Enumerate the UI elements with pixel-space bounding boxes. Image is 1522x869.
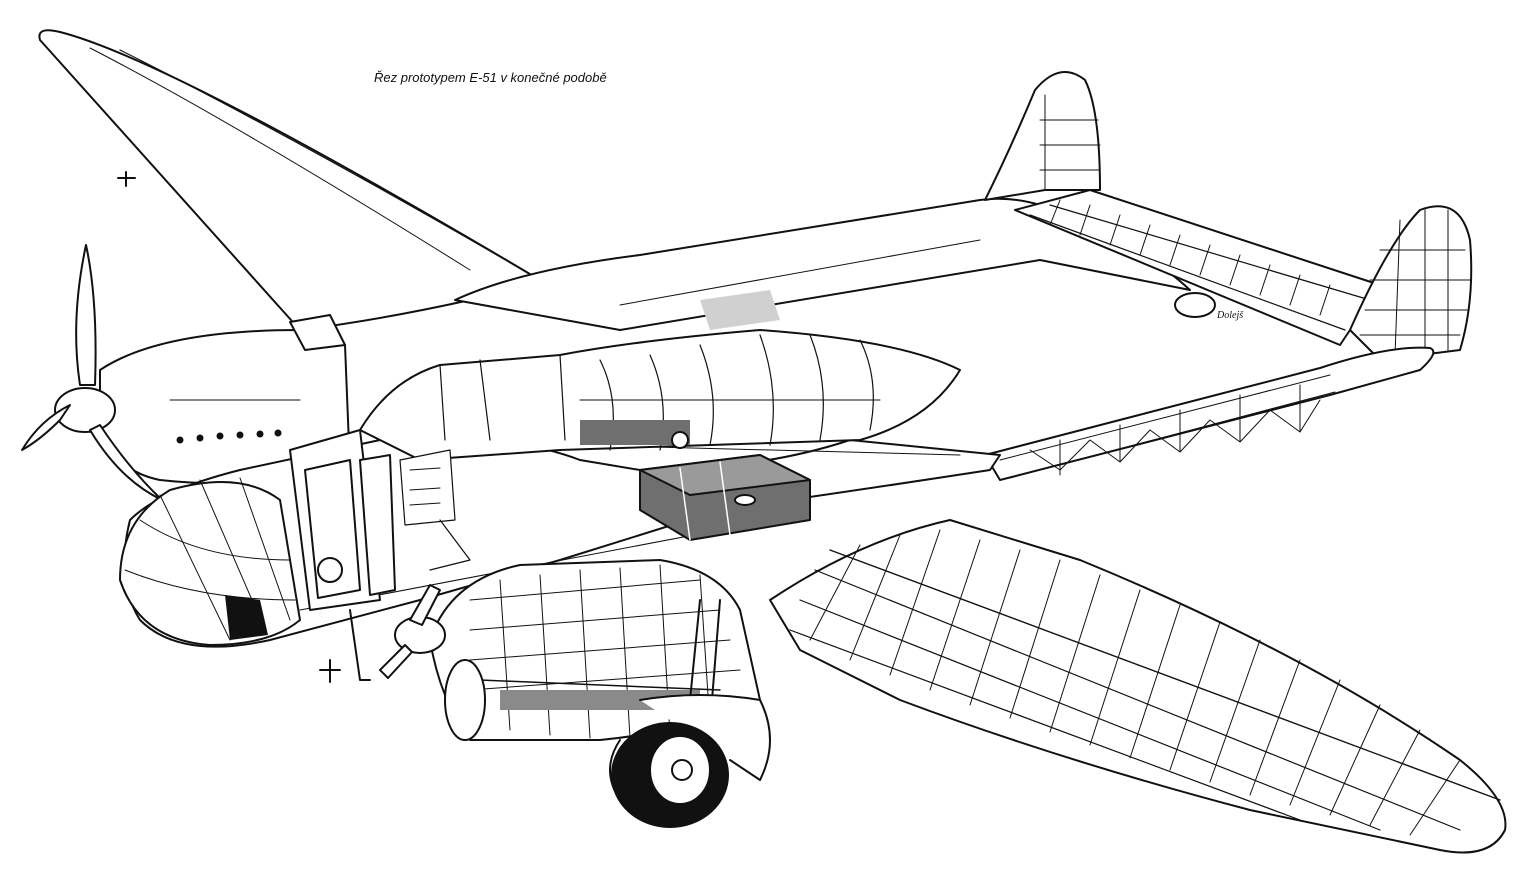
nose-glazing — [119, 477, 301, 646]
near-wing — [769, 519, 1507, 854]
right-fin — [1349, 205, 1473, 361]
tailplane — [1014, 189, 1381, 346]
cockpit-canopy — [359, 329, 961, 461]
cockpit-interior — [289, 429, 471, 611]
figure-caption: Řez prototypem E-51 v konečné podobě — [374, 70, 607, 85]
rear-fin — [984, 71, 1101, 201]
far-wing — [38, 29, 541, 331]
right-boom-truss — [984, 346, 1435, 481]
left-propeller — [21, 244, 163, 501]
artist-signature: Dolejš — [1217, 310, 1244, 321]
front-propeller — [379, 584, 446, 679]
fuel-tank — [639, 454, 811, 541]
left-nacelle — [99, 314, 351, 485]
landing-gear — [609, 599, 771, 828]
nose-strut — [319, 609, 371, 683]
